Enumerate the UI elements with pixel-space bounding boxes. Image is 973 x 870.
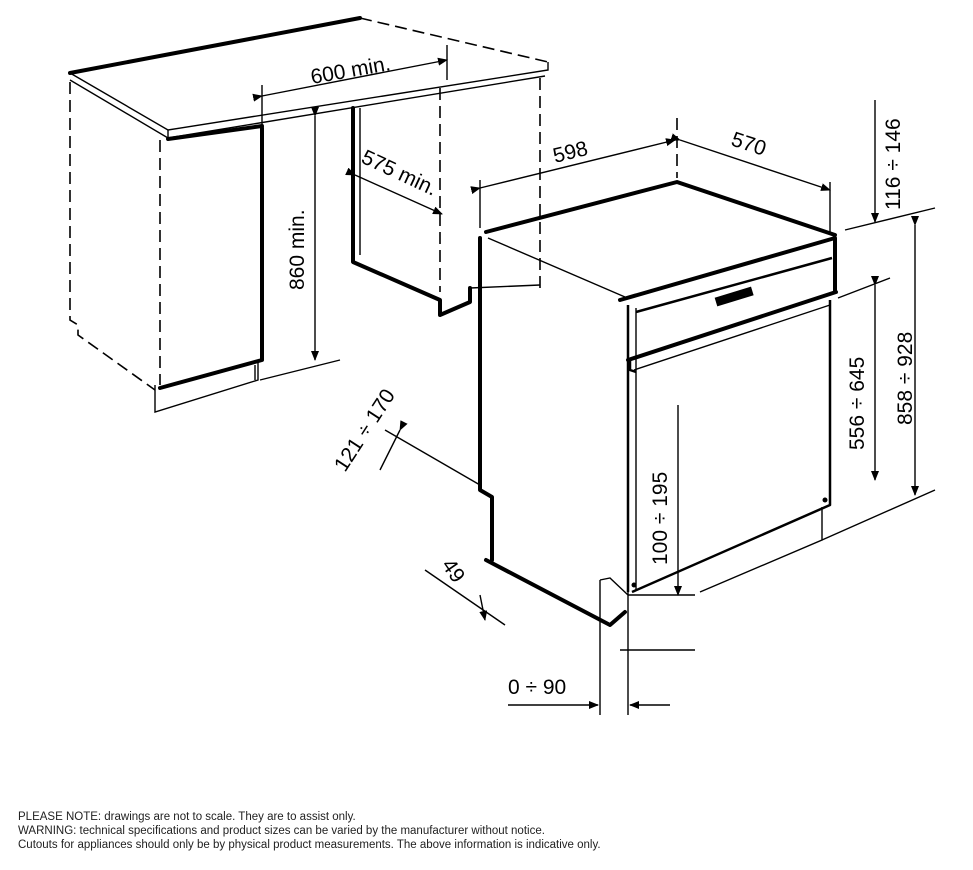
counter-dimensions <box>252 45 448 381</box>
appliance-height-label: 858 ÷ 928 <box>894 332 917 425</box>
door-offset-label: 121 ÷ 170 <box>330 385 400 476</box>
door-height-label: 556 ÷ 645 <box>846 357 869 450</box>
appliance-width-label: 598 <box>551 137 591 168</box>
plinth-depth-label: 0 ÷ 90 <box>508 676 566 699</box>
top-gap-label: 116 ÷ 146 <box>882 118 905 210</box>
appliance-depth-label: 570 <box>728 128 768 161</box>
disclaimer-notes: PLEASE NOTE: drawings are not to scale. … <box>18 810 601 852</box>
note-scale: PLEASE NOTE: drawings are not to scale. … <box>18 811 356 823</box>
dishwasher <box>478 180 838 627</box>
note-warning: WARNING: technical specifications and pr… <box>18 825 545 837</box>
note-cutouts: Cutouts for appliances should only be by… <box>18 839 601 851</box>
display-panel <box>714 286 754 307</box>
kitchen-cabinet <box>68 16 549 413</box>
dishwasher-dimensions <box>379 100 936 715</box>
counter-depth-label: 575 min. <box>358 146 441 201</box>
plinth-height-label: 100 ÷ 195 <box>649 472 672 565</box>
counter-height-label: 860 min. <box>286 209 309 290</box>
counter-width-label: 600 min. <box>309 52 392 89</box>
